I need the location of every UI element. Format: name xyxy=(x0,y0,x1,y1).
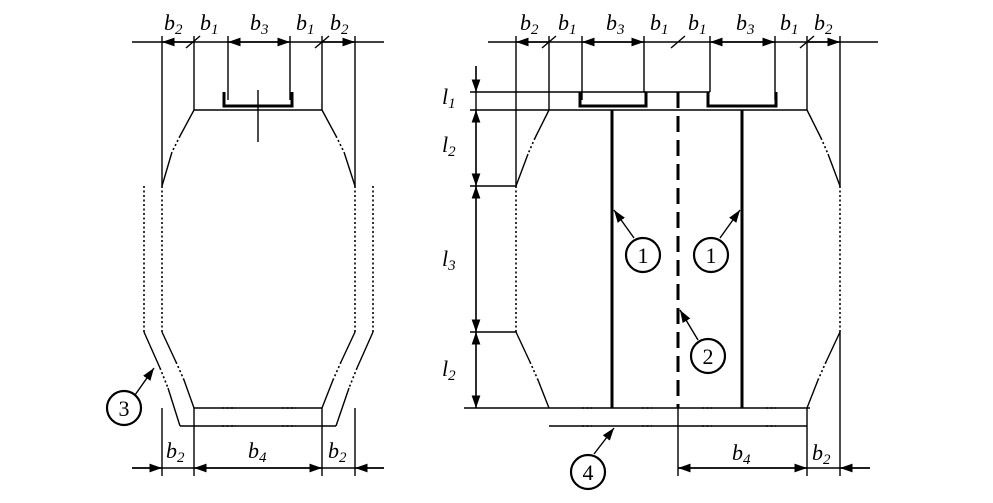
label-b2: b2 xyxy=(812,440,831,468)
callout-1-right: 1 xyxy=(692,236,730,274)
label-b2: b2 xyxy=(328,438,347,466)
callout-4-text: 4 xyxy=(583,460,594,485)
label-b4: b4 xyxy=(248,438,267,466)
label-b2: b2 xyxy=(330,10,349,38)
callout-1-left: 1 xyxy=(624,236,662,274)
left-labels: b2 b1 b3 b1 b2 b2 b4 b2 xyxy=(164,10,349,466)
right-figure xyxy=(464,35,878,476)
label-b2: b2 xyxy=(814,10,833,38)
label-l2: l2 xyxy=(442,356,456,384)
label-b1: b1 xyxy=(650,10,669,38)
label-b2: b2 xyxy=(164,10,183,38)
label-b1: b1 xyxy=(780,10,799,38)
left-figure xyxy=(132,35,384,476)
label-b3: b3 xyxy=(250,10,269,38)
label-b2: b2 xyxy=(520,10,539,38)
label-b2: b2 xyxy=(166,438,185,466)
label-b1: b1 xyxy=(200,10,219,38)
callout-2: 2 xyxy=(689,337,727,375)
callout-4: 4 xyxy=(569,453,607,491)
label-l2: l2 xyxy=(442,132,456,160)
callout-1-text: 1 xyxy=(706,243,717,268)
label-b4: b4 xyxy=(732,440,751,468)
callout-2-text: 2 xyxy=(703,344,714,369)
label-b3: b3 xyxy=(606,10,625,38)
right-labels: b2 b1 b3 b1 b1 b3 b1 b2 l1 l2 l3 l2 b4 b… xyxy=(442,10,833,468)
label-b1: b1 xyxy=(558,10,577,38)
callout-3: 3 xyxy=(105,389,143,427)
label-l1: l1 xyxy=(442,84,456,112)
label-b1: b1 xyxy=(688,10,707,38)
callout-3-text: 3 xyxy=(119,396,130,421)
label-b1: b1 xyxy=(296,10,315,38)
label-l3: l3 xyxy=(442,246,456,274)
label-b3: b3 xyxy=(736,10,755,38)
callout-1-text: 1 xyxy=(638,243,649,268)
